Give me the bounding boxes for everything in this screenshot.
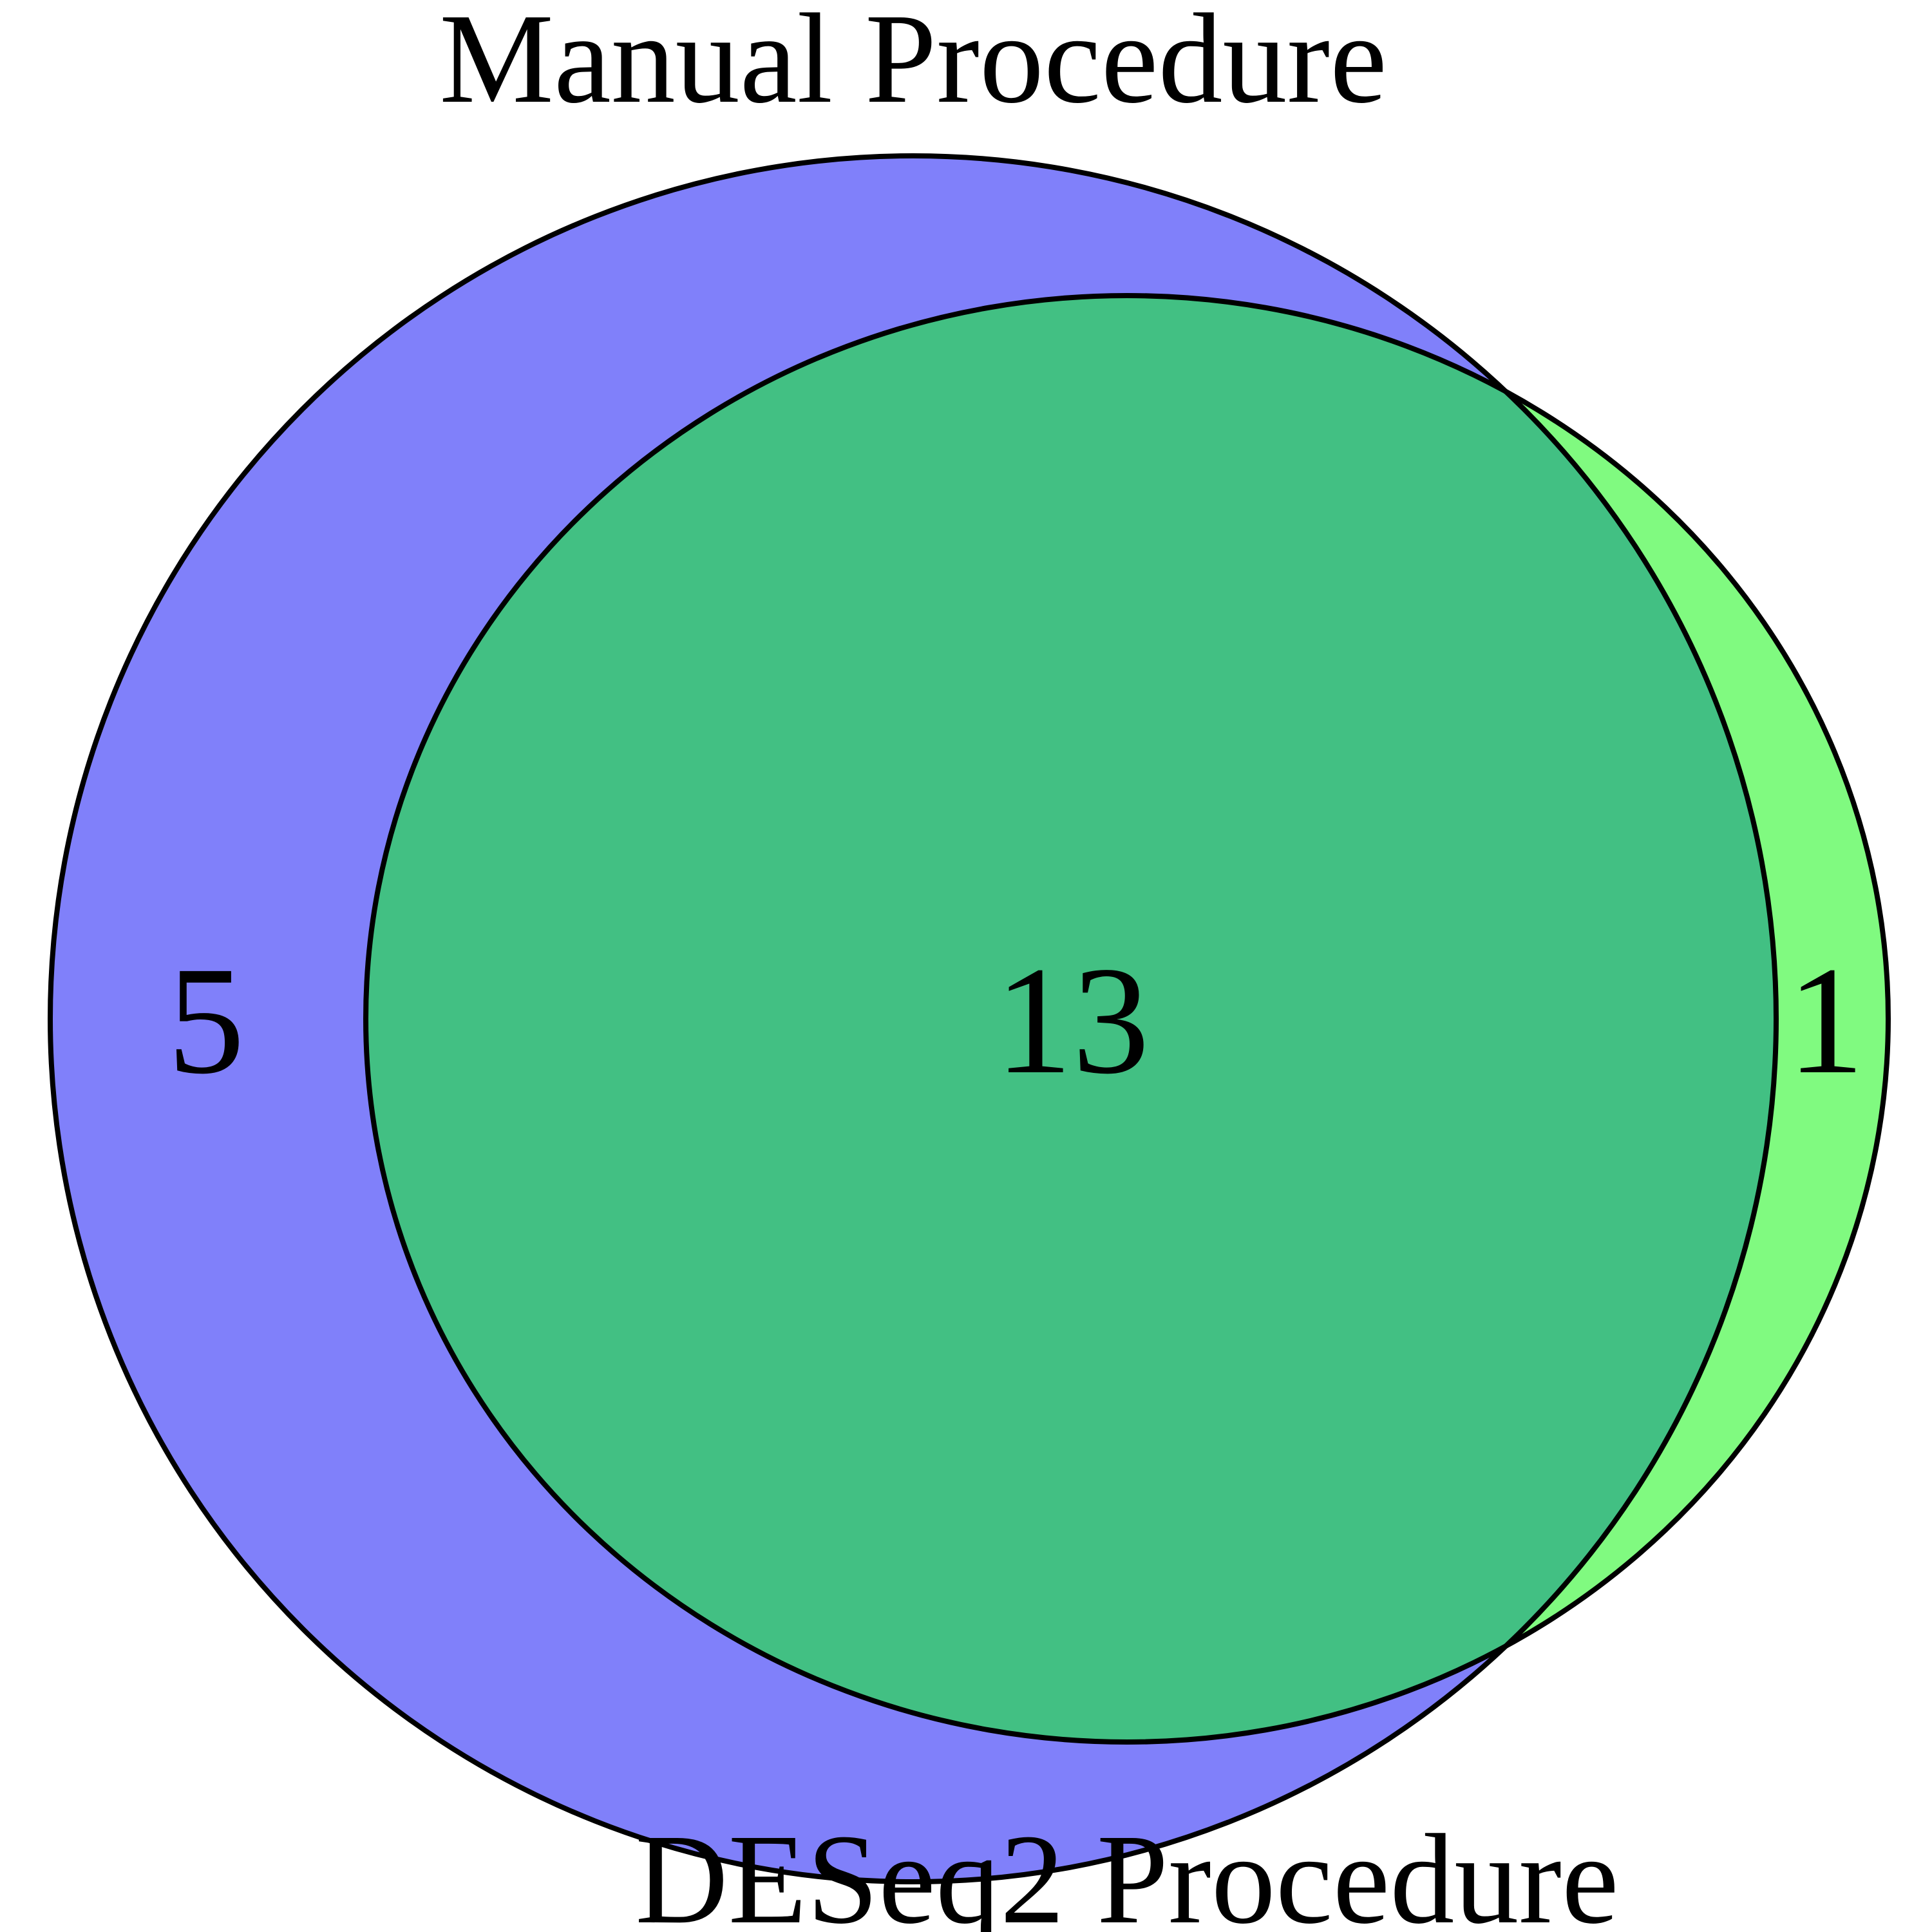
deseq2-procedure-label: DESeq2 Procedure (635, 1808, 1618, 1932)
deseq2-only-count: 1 (1787, 934, 1864, 1106)
both-count: 13 (995, 934, 1150, 1106)
manual-procedure-label: Manual Procedure (439, 0, 1387, 130)
deseq2-procedure-outline (363, 293, 1891, 1745)
manual-procedure-outline (48, 153, 1779, 1884)
manual-only-count: 5 (167, 934, 245, 1106)
